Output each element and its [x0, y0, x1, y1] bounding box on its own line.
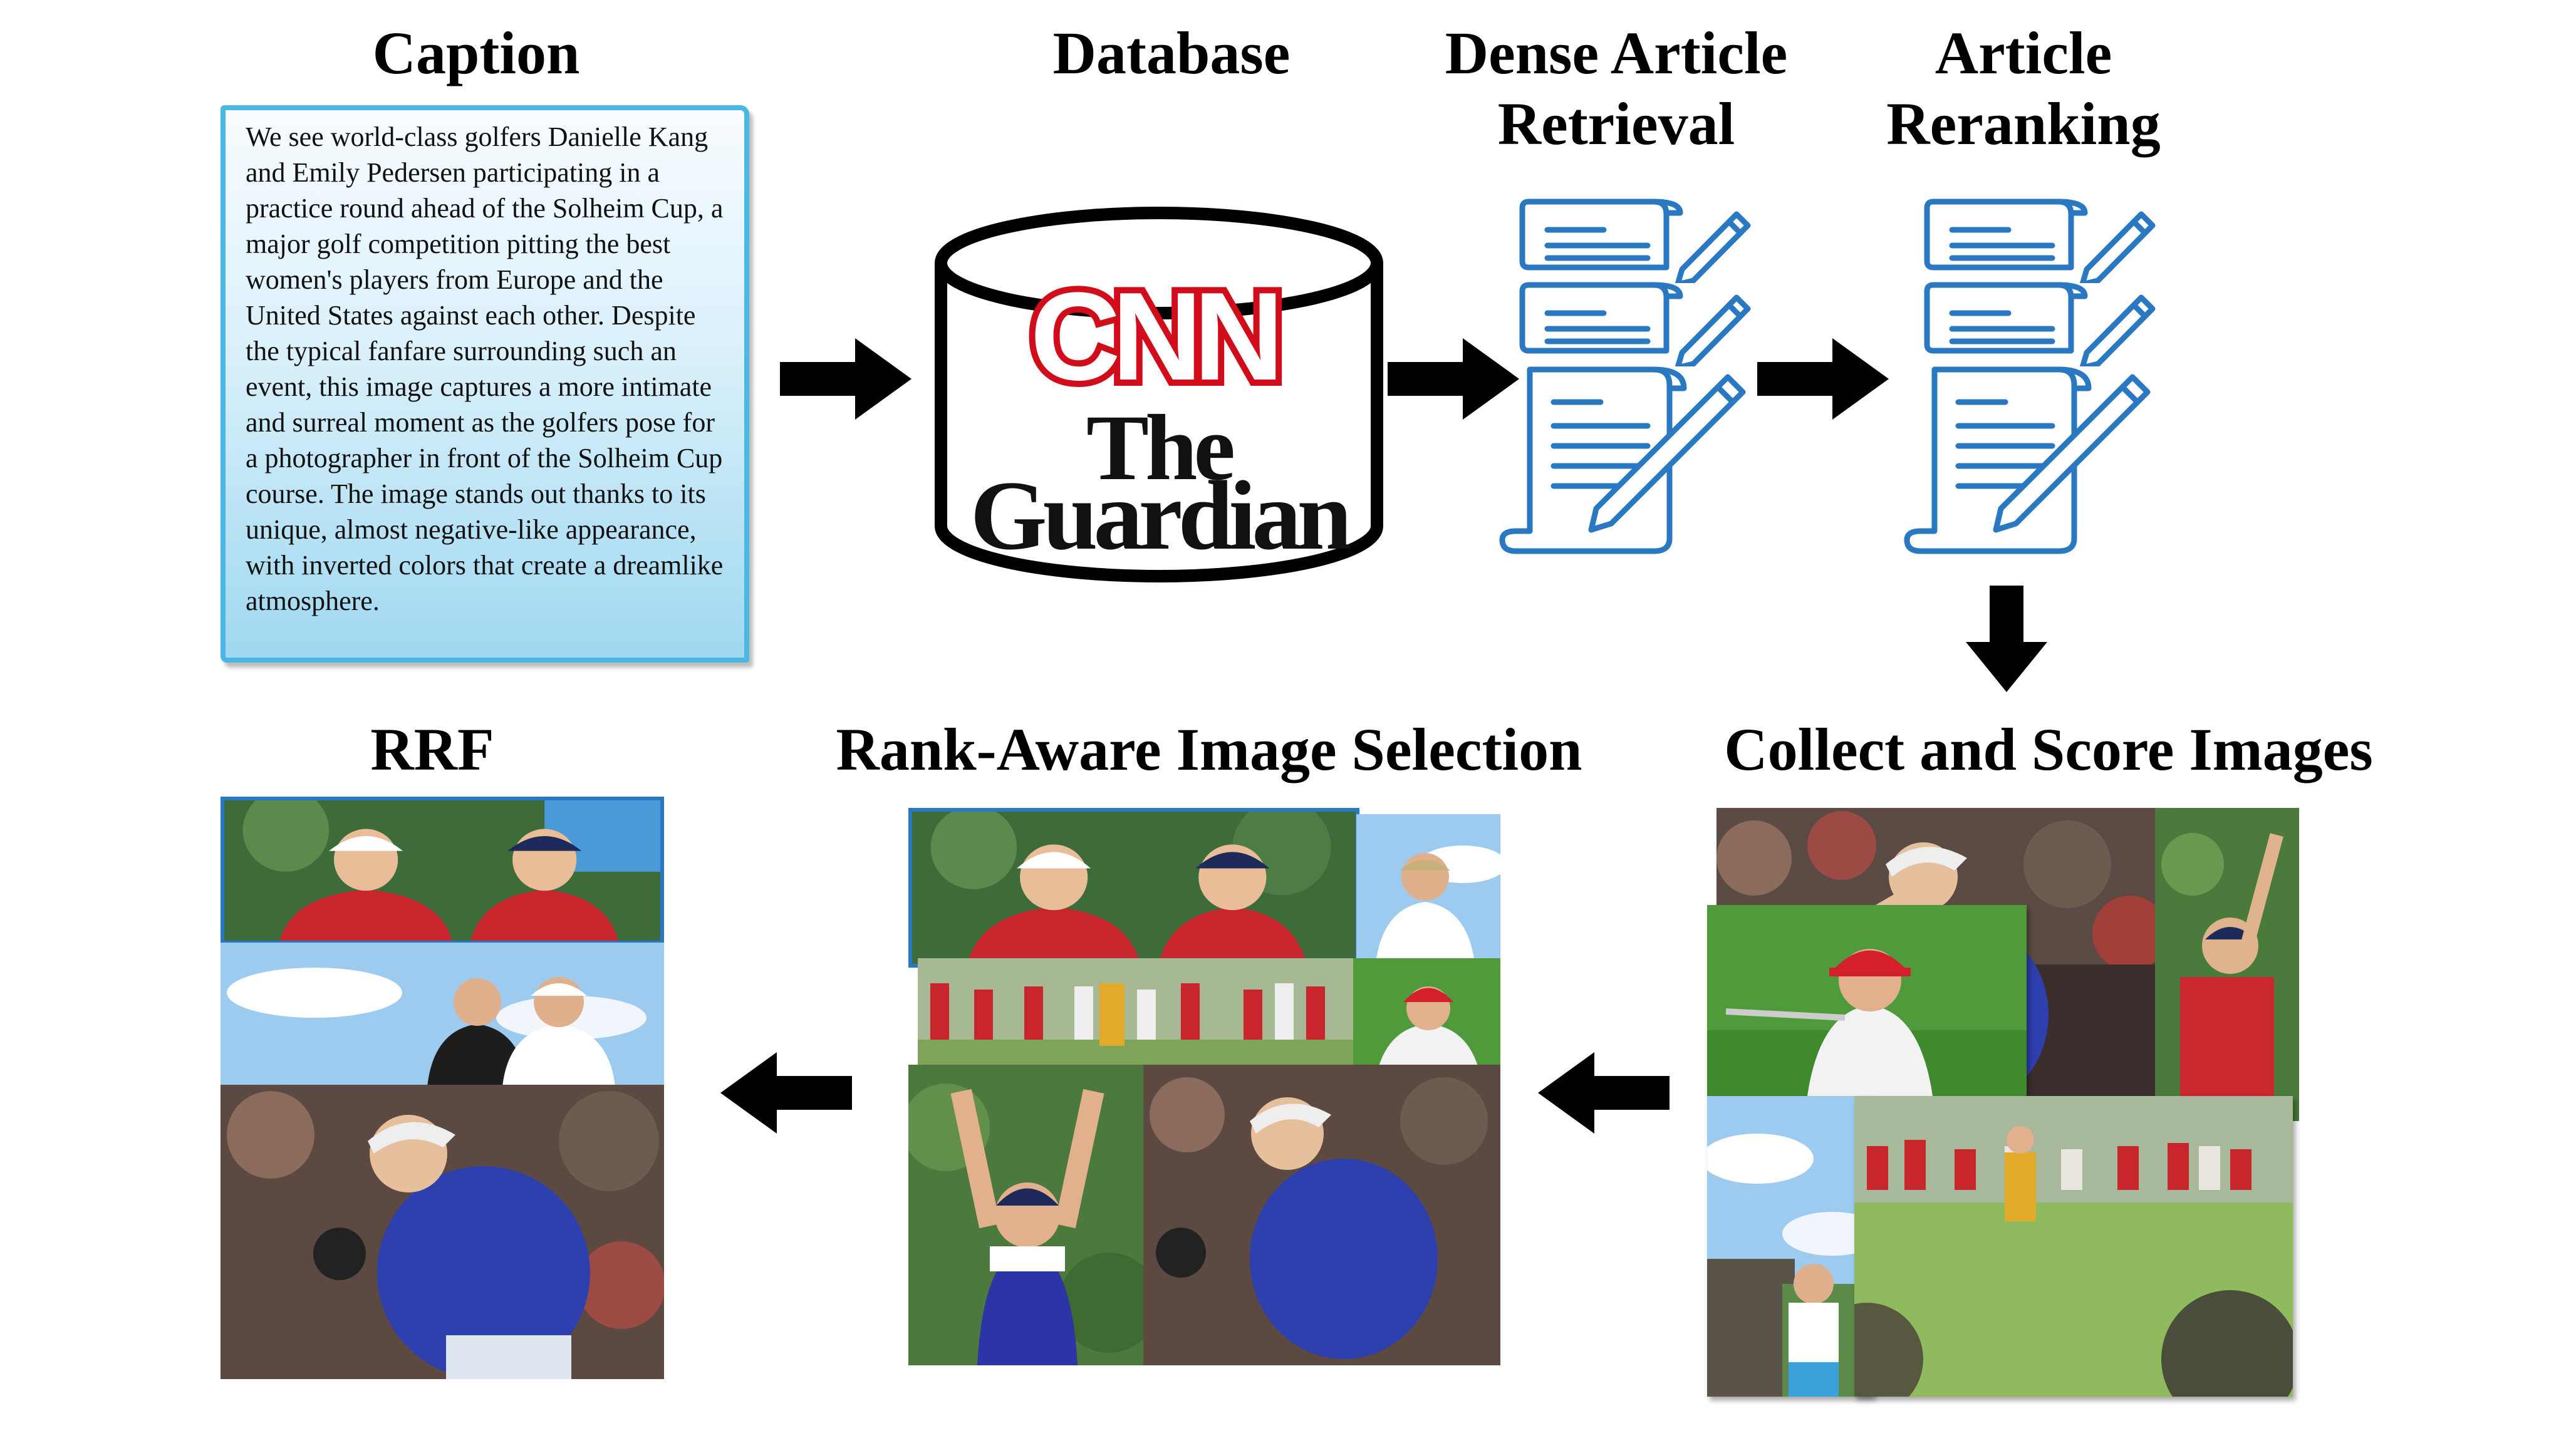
golfer-swing-photo: [1143, 1065, 1500, 1365]
arrow-left-icon: [720, 1052, 852, 1134]
golfer-white-sky-photo: [1356, 814, 1500, 968]
dense-retrieval-title-line2: Retrieval: [1497, 90, 1735, 158]
golfer-red-cap-photo: [1707, 905, 2027, 1096]
golfer-cheering-photo: [908, 1065, 1146, 1365]
reranked-document-icon: [1924, 199, 2156, 283]
database-cylinder-icon: [935, 207, 1383, 582]
dense-retrieval-title-line1: Dense Article: [1445, 19, 1788, 86]
caption-text: We see world-class golfers Danielle Kang…: [246, 122, 724, 616]
golfer-red-cap-small-photo: [1353, 958, 1500, 1068]
golf-crowd-photo: [918, 958, 1363, 1068]
golfers-sky-photo: [221, 943, 664, 1087]
reranking-title-line1: Article: [1935, 19, 2112, 86]
dense-retrieval-title: Dense Article Retrieval: [1397, 18, 1836, 160]
arrow-down-icon: [1966, 586, 2047, 692]
golf-course-crowd-photo: [1854, 1096, 2293, 1397]
cnn-logo: CNN: [1024, 267, 1290, 406]
arrow-left-icon: [1538, 1052, 1670, 1134]
rrf-title: RRF: [370, 716, 494, 783]
flag-sky-photo: [1707, 1096, 1873, 1397]
article-document-icon: [1499, 366, 1746, 554]
golfers-portrait-photo: [221, 797, 664, 944]
article-document-icon: [1519, 282, 1751, 366]
caption-box: We see world-class golfers Danielle Kang…: [221, 105, 749, 663]
reranked-document-icon: [1904, 366, 2151, 554]
arrow-right-icon: [1388, 338, 1519, 420]
rank-aware-title: Rank-Aware Image Selection: [836, 716, 1582, 783]
collect-score-title: Collect and Score Images: [1724, 716, 2373, 783]
reranking-title: Article Reranking: [1842, 18, 2205, 160]
arrow-right-icon: [1757, 338, 1889, 420]
caption-title: Caption: [372, 19, 580, 86]
reranked-document-icon: [1924, 282, 2156, 366]
arrow-right-icon: [780, 338, 911, 420]
reranking-title-line2: Reranking: [1886, 90, 2161, 158]
golfers-portrait-photo: [908, 808, 1359, 968]
article-document-icon: [1519, 199, 1751, 283]
celebration-photo: [2155, 808, 2299, 1121]
guardian-logo-line1: The: [1086, 396, 1235, 500]
database-title: Database: [1052, 19, 1291, 86]
guardian-logo-line2: Guardian: [970, 461, 1353, 571]
golfer-swing-photo: [221, 1085, 664, 1379]
